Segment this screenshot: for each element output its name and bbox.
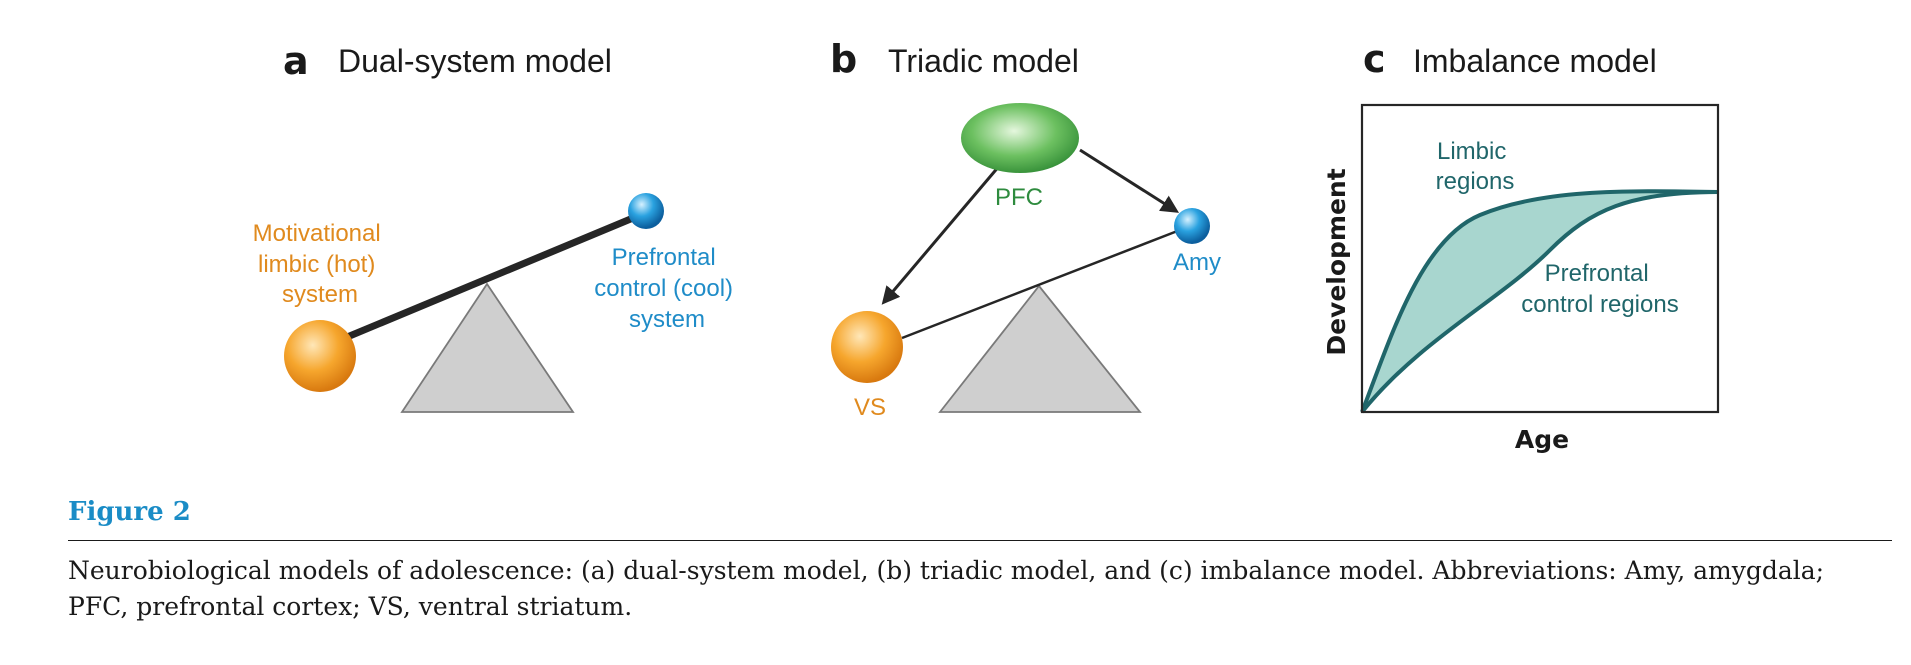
pfc-node bbox=[961, 103, 1079, 173]
figure-caption: Neurobiological models of adolescence: (… bbox=[68, 556, 1825, 621]
prefrontal-label: Prefrontal control regions bbox=[1521, 260, 1678, 318]
vs-node bbox=[831, 311, 903, 383]
amy-node bbox=[1174, 208, 1210, 244]
hot-system-ball bbox=[284, 320, 356, 392]
seesaw-beam bbox=[338, 214, 635, 344]
y-axis-label: Development bbox=[1322, 168, 1351, 355]
panel-b: b Triadic model PFC Amy VS bbox=[830, 37, 1221, 421]
amy-label: Amy bbox=[1173, 249, 1221, 276]
panel-a-title: Dual-system model bbox=[338, 43, 612, 79]
fulcrum-triangle-b bbox=[938, 284, 1142, 413]
cool-system-label: Prefrontal control (cool) system bbox=[594, 244, 739, 333]
panel-c-letter: c bbox=[1363, 37, 1386, 81]
limbic-curve bbox=[1360, 189, 1719, 413]
seesaw-beam-b bbox=[901, 228, 1181, 340]
hot-system-label: Motivational limbic (hot) system bbox=[253, 220, 388, 308]
panel-a: a Dual-system model Motivational limbic … bbox=[253, 39, 739, 413]
pfc-to-amy-arrow bbox=[1079, 148, 1180, 213]
panel-b-letter: b bbox=[830, 37, 857, 81]
panel-c: c Imbalance model Limbic regions Prefron… bbox=[1322, 37, 1720, 454]
panel-c-title: Imbalance model bbox=[1413, 43, 1657, 79]
pfc-to-vs-arrow bbox=[881, 164, 1002, 305]
prefrontal-curve bbox=[1360, 190, 1719, 414]
limbic-label: Limbic regions bbox=[1436, 138, 1515, 195]
vs-label: VS bbox=[854, 394, 886, 421]
panel-b-title: Triadic model bbox=[888, 43, 1079, 79]
fulcrum-triangle bbox=[400, 282, 575, 413]
pfc-label: PFC bbox=[995, 184, 1043, 211]
cool-system-ball bbox=[628, 193, 664, 229]
figure-label: Figure 2 bbox=[68, 497, 191, 527]
plot-frame bbox=[1360, 103, 1720, 414]
caption-rule bbox=[68, 540, 1892, 541]
x-axis-label: Age bbox=[1515, 425, 1569, 454]
development-gap-area bbox=[1362, 191, 1718, 412]
panel-a-letter: a bbox=[283, 39, 309, 83]
figure-canvas: a Dual-system model Motivational limbic … bbox=[253, 37, 1720, 454]
